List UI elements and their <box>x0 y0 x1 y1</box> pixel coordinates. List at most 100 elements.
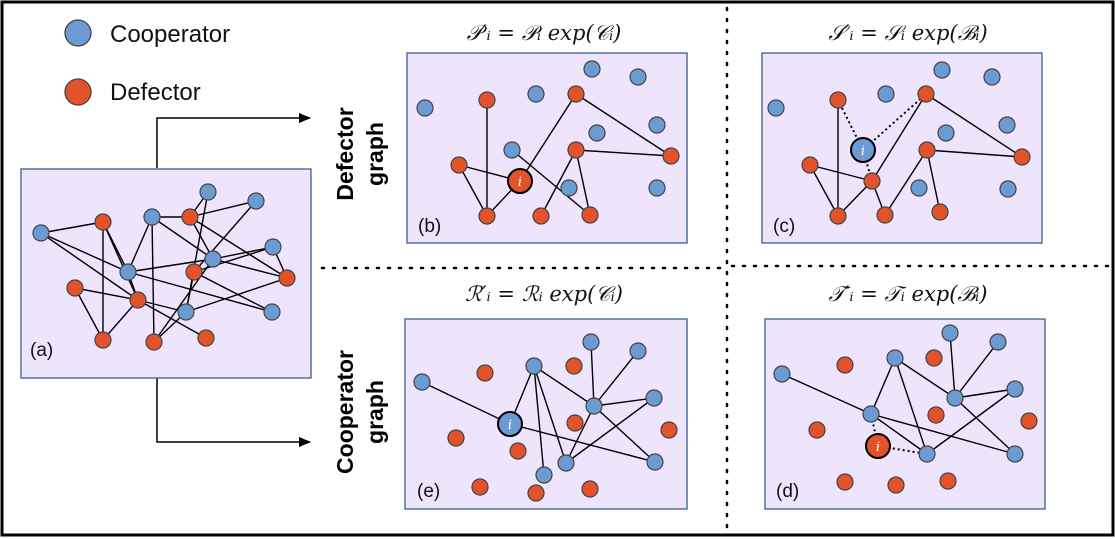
defector-node <box>863 172 881 190</box>
cooperator-node <box>998 116 1016 134</box>
legend-cooperator-label: Cooperator <box>110 21 230 48</box>
defector-graph-label-line1: Defector <box>332 107 358 200</box>
defector-node <box>447 429 465 447</box>
defector-node <box>478 91 496 109</box>
defector-node <box>1013 148 1031 166</box>
defector-node <box>918 141 936 159</box>
cooperator-node <box>119 263 137 281</box>
defector-node <box>660 421 678 439</box>
cooperator-node <box>629 342 647 360</box>
cooperator-node <box>1006 380 1024 398</box>
cooperator-node <box>645 389 663 407</box>
panel-e: i (e) <box>404 318 688 510</box>
arrow-to-cooperator-graph <box>156 378 311 447</box>
panel-d-nodes <box>773 324 1038 494</box>
defector-node <box>478 207 496 225</box>
panel-a-label: (a) <box>30 340 53 361</box>
cooperator-node <box>143 208 161 226</box>
panel-c-background <box>761 52 1043 244</box>
panel-c: i (c) <box>761 52 1043 244</box>
cooperator-node <box>862 405 880 423</box>
defector-node <box>278 269 296 287</box>
panel-b-edges <box>458 93 672 217</box>
panel-e-nodes <box>413 333 678 502</box>
cooperator-node <box>588 124 606 142</box>
cooperator-node <box>199 183 217 201</box>
defector-node <box>471 478 489 496</box>
defector-node <box>94 213 112 231</box>
defector-node <box>887 476 905 494</box>
defector-node <box>181 208 199 226</box>
cooperator-node <box>247 192 265 210</box>
cooperator-node <box>946 389 964 407</box>
legend-defector-label: Defector <box>110 79 201 106</box>
panel-e-focal-node: i <box>497 411 523 437</box>
panel-a-edges <box>40 191 288 343</box>
panel-d-label: (d) <box>776 481 799 502</box>
focal-node-letter: i <box>876 440 880 455</box>
defector-node <box>662 147 680 165</box>
panel-d-focal-node: i <box>865 433 891 459</box>
defector-node <box>185 263 203 281</box>
cooperator-node <box>983 68 1001 86</box>
cooperator-node <box>582 333 600 351</box>
cooperator-node <box>177 303 195 321</box>
panel-c-nodes <box>767 61 1031 225</box>
defector-node <box>476 364 494 382</box>
defector-node <box>917 85 935 103</box>
cooperator-node <box>560 179 578 197</box>
defector-node <box>925 349 943 367</box>
defector-node <box>836 473 854 491</box>
defector-node <box>197 329 215 347</box>
arrow-to-defector-graph <box>156 113 311 168</box>
formula-d: 𝒯′ᵢ = 𝒯ᵢ exp(ℬᵢ) <box>829 282 988 306</box>
formula-b: 𝒫′ᵢ = 𝒫ᵢ exp(𝒞ᵢ) <box>467 21 622 45</box>
cooperator-node <box>527 85 545 103</box>
panel-b-label: (b) <box>418 216 441 237</box>
defector-node <box>808 421 826 439</box>
panel-d-edges <box>781 332 1016 455</box>
panel-b-nodes <box>416 60 680 225</box>
cooperator-node <box>941 324 959 342</box>
panel-d: i (d) <box>764 318 1046 510</box>
cooperator-node <box>32 224 50 242</box>
panel-c-focal-node: i <box>850 137 876 163</box>
panel-a: (a) <box>20 168 312 379</box>
cooperator-node <box>937 124 955 142</box>
panel-e-edges <box>421 341 656 476</box>
cooperator-node <box>264 238 282 256</box>
cooperator-node <box>877 85 895 103</box>
cooperator-node <box>648 116 666 134</box>
cooperator-node <box>918 445 936 463</box>
defector-node <box>829 91 847 109</box>
defector-node <box>527 484 545 502</box>
defector-node <box>939 472 957 490</box>
cooperator-node <box>503 141 521 159</box>
defector-node <box>927 406 945 424</box>
panel-b: i (b) <box>406 52 688 244</box>
focal-node-letter: i <box>518 175 522 190</box>
cooperator-node <box>1006 445 1024 463</box>
panel-d-background <box>764 318 1046 510</box>
panel-b-focal-node: i <box>507 168 533 194</box>
cooperator-graph-label-line2: graph <box>362 380 388 444</box>
defector-node <box>567 85 585 103</box>
cooperator-node <box>629 68 647 86</box>
panel-a-nodes <box>32 183 296 351</box>
formula-e: ℛ′ᵢ = ℛᵢ exp(𝒞ᵢ) <box>465 282 623 306</box>
cooperator-node <box>933 61 951 79</box>
cooperator-node <box>767 99 785 117</box>
defector-node <box>581 206 599 224</box>
defector-node <box>931 203 949 221</box>
defector-node <box>1020 412 1038 430</box>
defector-node <box>94 331 112 349</box>
cooperator-node <box>583 60 601 78</box>
cooperator-node <box>989 333 1007 351</box>
defector-node <box>801 156 819 174</box>
legend-cooperator-marker <box>64 19 92 47</box>
focal-node-letter: i <box>861 144 865 159</box>
cooperator-node <box>416 99 434 117</box>
defector-node <box>581 480 599 498</box>
